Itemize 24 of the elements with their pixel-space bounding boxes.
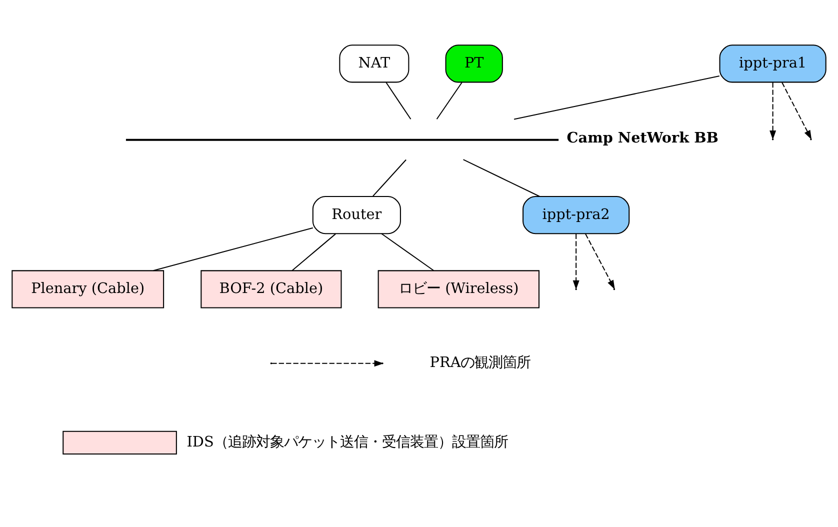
node-box: Router <box>312 196 401 234</box>
connector <box>153 226 314 271</box>
node-label: Camp NetWork BB <box>566 129 718 146</box>
node-box: ippt-pra2 <box>522 196 630 234</box>
node-box: ippt-pra1 <box>719 44 826 82</box>
connector <box>381 232 434 270</box>
legend-label: IDS（追跡対象パケット送信・受信装置）設置箇所 <box>186 434 508 450</box>
node-bar <box>126 138 559 140</box>
connector <box>386 82 412 119</box>
legend-label: PRAの観測箇所 <box>430 354 531 371</box>
node-box: ロビー (Wireless) <box>378 270 540 308</box>
arrow <box>782 82 812 140</box>
node-box: BOF-2 (Cable) <box>200 270 342 308</box>
connector <box>514 74 720 120</box>
connector <box>463 158 540 196</box>
node-box: NAT <box>339 44 410 82</box>
node-box: PT <box>445 44 503 82</box>
arrow <box>770 82 776 140</box>
connector <box>436 82 462 119</box>
connector <box>372 158 406 196</box>
connector <box>292 233 336 270</box>
arrow <box>585 233 615 289</box>
arrow <box>572 233 580 290</box>
node-box: Plenary (Cable) <box>12 270 164 308</box>
